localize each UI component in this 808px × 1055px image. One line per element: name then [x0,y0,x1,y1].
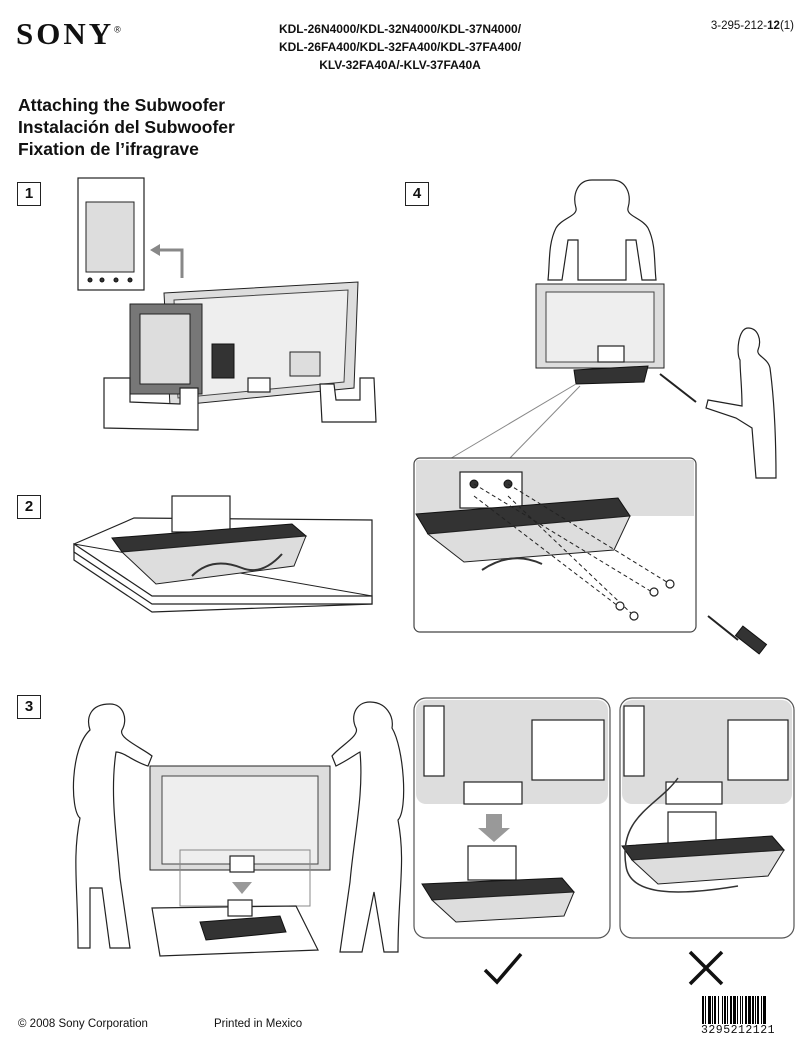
person-icon [72,703,153,949]
person-icon [547,179,657,281]
foam-block-icon [319,377,377,423]
barcode-icon [702,996,766,1024]
step-1-badge: 1 [17,182,41,206]
model-list: KDL-26N4000/KDL-32N4000/KDL-37N4000/ KDL… [250,20,550,74]
person-icon [331,701,405,953]
title-spanish: Instalación del Subwoofer [18,117,235,137]
screwdriver-icon [707,615,768,655]
page-titles: Attaching the Subwoofer Instalación del … [18,94,235,160]
step-4-illustration [413,179,777,655]
correct-placement-panel [413,697,611,939]
model-line: KDL-26FA400/KDL-32FA400/KDL-37FA400/ [278,40,522,54]
step-4-badge: 4 [405,182,429,206]
step-2-badge: 2 [17,495,41,519]
subwoofer-icon [199,915,287,941]
incorrect-placement-panel [619,697,795,939]
step-1-illustration [77,177,377,431]
printed-in-text: Printed in Mexico [214,1018,303,1030]
instruction-sheet-icon [77,177,145,291]
person-icon [705,327,777,479]
document-number: 3-295-212-12(1) [710,20,794,32]
model-line: KLV-32FA40A/-KLV-37FA40A [319,58,481,72]
tv-back-icon [149,765,331,873]
subwoofer-icon [111,495,308,585]
subwoofer-icon [573,365,649,385]
step-3-badge: 3 [17,695,41,719]
cross-mark-icon [688,950,724,986]
copyright-text: © 2008 Sony Corporation [18,1018,148,1030]
screwdriver-icon [659,373,697,403]
step-2-illustration [73,495,373,613]
title-french: Fixation de l’ifragrave [18,139,199,159]
check-mark-icon [483,952,523,985]
tv-back-icon [535,283,665,369]
tv-back-icon [129,281,359,407]
title-english: Attaching the Subwoofer [18,95,226,115]
model-line: KDL-26N4000/KDL-32N4000/KDL-37N4000/ [278,22,522,36]
brand-text: SONY [16,16,115,51]
foam-block-icon [103,377,199,431]
sony-logo: SONY® [16,16,121,51]
step-3-illustration [72,701,405,957]
barcode-number: 3295212121 [701,1024,776,1037]
arrow-icon [156,248,184,278]
